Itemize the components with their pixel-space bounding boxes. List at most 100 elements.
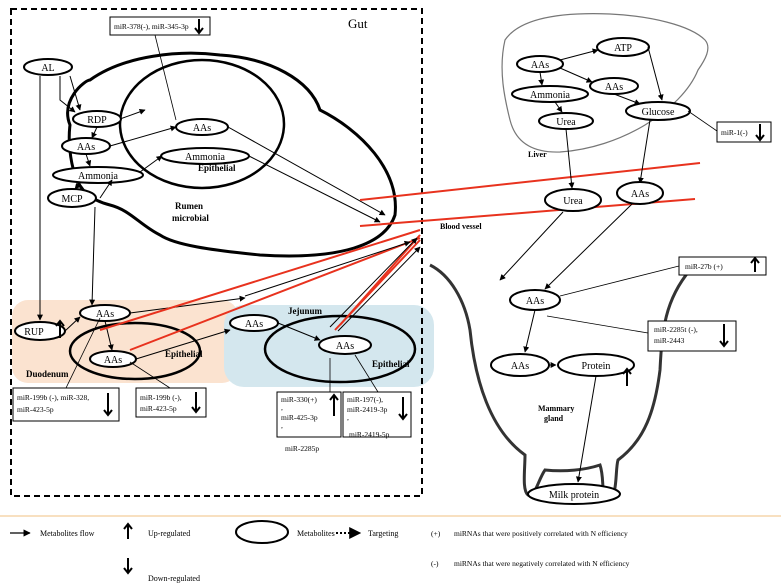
legend-metabolites-flow: Metabolites flow bbox=[40, 529, 95, 538]
up-arrow-icon bbox=[55, 319, 65, 338]
up-arrow-icon bbox=[123, 522, 133, 539]
down-arrow-icon bbox=[191, 392, 201, 414]
duodenum-epithelial-label: Epithelial bbox=[165, 349, 203, 359]
duodenum-flow-arrows bbox=[64, 295, 246, 360]
blood-vessel-label: Blood vessel bbox=[440, 222, 482, 231]
node-jejunum-aas-label: AAs bbox=[245, 319, 263, 330]
metabolite-ellipse-icon bbox=[235, 520, 289, 544]
svg-text:miR-425-3p: miR-425-3p bbox=[281, 413, 318, 422]
mirna-box-duodenum-1: miR-199b (-), miR-328, miR-423-5p bbox=[12, 317, 120, 422]
mammary-flow-arrows bbox=[499, 203, 633, 483]
jejunum-flow-arrows bbox=[277, 322, 321, 341]
node-liver-ammonia bbox=[511, 85, 589, 103]
gut-boundary bbox=[10, 8, 423, 497]
node-protein-label: Protein bbox=[582, 361, 611, 372]
node-mcp-label: MCP bbox=[61, 194, 83, 205]
node-rumen-ammonia bbox=[52, 166, 144, 184]
down-arrow-icon bbox=[398, 397, 408, 421]
node-atp bbox=[596, 37, 650, 57]
node-al bbox=[23, 58, 73, 76]
node-duodenum-epithelial-aas-label: AAs bbox=[104, 355, 122, 366]
legend-targeting: Targeting bbox=[368, 529, 398, 538]
rumen-flow-arrows bbox=[37, 75, 386, 321]
node-mammary-aas-label: AAs bbox=[526, 296, 544, 307]
node-liver-urea-label: Urea bbox=[556, 117, 576, 128]
jejunum-epithelial-outline bbox=[263, 314, 417, 384]
node-glucose-label: Glucose bbox=[642, 107, 675, 118]
legend-metabolites: Metabolites bbox=[297, 529, 335, 538]
mirna-box-jejunum-1: miR-330(+) , miR-425-3p , miR-2285p bbox=[276, 358, 342, 453]
node-glucose bbox=[625, 101, 691, 121]
down-arrow-icon bbox=[755, 124, 765, 142]
node-liver-aas-label: AAs bbox=[531, 60, 549, 71]
svg-text:miR-1(-): miR-1(-) bbox=[721, 128, 748, 137]
node-jejunum-epithelial-aas-label: AAs bbox=[336, 341, 354, 352]
legend-negative-sign: (-) bbox=[431, 559, 439, 568]
svg-text:,: , bbox=[281, 421, 283, 430]
jejunum-epithelial-label: Epithelial bbox=[372, 359, 410, 369]
mirna-box-mammary-1: miR-27b (+) bbox=[559, 256, 767, 297]
svg-text:miR-2419-3p: miR-2419-3p bbox=[347, 405, 388, 414]
up-arrow-icon bbox=[750, 256, 760, 272]
up-arrow-icon bbox=[622, 367, 632, 386]
node-duodenum-aas-label: AAs bbox=[96, 309, 114, 320]
legend-negative-text: miRNAs that were negatively correlated w… bbox=[454, 559, 630, 568]
svg-text:miR-2285t (-),: miR-2285t (-), bbox=[654, 325, 698, 334]
mirna-box-liver: miR-1(-) bbox=[687, 110, 772, 143]
svg-text:miR-2443: miR-2443 bbox=[654, 336, 685, 345]
mammary-gland-outline bbox=[429, 263, 692, 500]
down-arrow-icon bbox=[103, 393, 113, 417]
gut-title: Gut bbox=[348, 16, 368, 31]
svg-text:miR-423-5p: miR-423-5p bbox=[17, 405, 54, 414]
blood-vessel-flow-arrows bbox=[244, 237, 421, 332]
gland-label: gland bbox=[544, 414, 564, 423]
svg-text:miR-330(+): miR-330(+) bbox=[281, 395, 317, 404]
svg-text:miR-199b (-),: miR-199b (-), bbox=[140, 393, 182, 402]
svg-text:miR-2285p: miR-2285p bbox=[285, 444, 319, 453]
down-arrow-icon bbox=[194, 19, 204, 35]
down-arrow-icon bbox=[719, 324, 729, 348]
node-blood-aas bbox=[616, 181, 664, 205]
node-rdp-label: RDP bbox=[87, 115, 107, 126]
node-liver-ammonia-label: Ammonia bbox=[530, 90, 571, 101]
legend-positive-text: miRNAs that were positively correlated w… bbox=[454, 529, 628, 538]
node-milk-protein bbox=[527, 483, 621, 505]
node-liver-aas-2-label: AAs bbox=[605, 82, 623, 93]
svg-text:miR-378(-), miR-345-3p: miR-378(-), miR-345-3p bbox=[114, 22, 189, 31]
liver-flow-arrows bbox=[538, 46, 664, 189]
microbial-label: microbial bbox=[172, 213, 209, 223]
svg-text:miR-27b (+): miR-27b (+) bbox=[685, 262, 723, 271]
svg-text:miR-197(-),: miR-197(-), bbox=[347, 395, 383, 404]
legend-up-regulated: Up-regulated bbox=[148, 529, 190, 538]
node-atp-label: ATP bbox=[614, 43, 632, 54]
up-arrow-icon bbox=[329, 393, 339, 416]
svg-text:miR-2419-5p: miR-2419-5p bbox=[349, 430, 390, 439]
svg-text:,: , bbox=[281, 403, 283, 412]
duodenum-region bbox=[12, 300, 238, 383]
node-rumen-ammonia-label: Ammonia bbox=[78, 171, 119, 182]
rumen-outline bbox=[66, 51, 397, 258]
legend-positive-sign: (+) bbox=[431, 529, 441, 538]
duodenum-label: Duodenum bbox=[26, 369, 69, 379]
jejunum-label: Jejunum bbox=[288, 306, 323, 316]
node-rup-label: RUP bbox=[24, 327, 44, 338]
node-milk-protein-label: Milk protein bbox=[549, 490, 599, 501]
node-mammary-aas-2-label: AAs bbox=[511, 361, 529, 372]
liver-title: Liver bbox=[528, 150, 547, 159]
legend: Metabolites flow Up-regulated Down-regul… bbox=[0, 515, 781, 583]
svg-text:,: , bbox=[347, 413, 349, 422]
node-blood-aas-label: AAs bbox=[631, 189, 649, 200]
node-jejunum-epithelial-aas bbox=[318, 335, 372, 355]
svg-text:miR-423-5p: miR-423-5p bbox=[140, 404, 177, 413]
mirna-box-jejunum-2: miR-197(-), miR-2419-3p , miR-2419-5p bbox=[342, 354, 412, 439]
mammary-label: Mammary bbox=[538, 404, 574, 413]
mirna-box-mammary-2: miR-2285t (-), miR-2443 bbox=[546, 315, 737, 352]
node-mcp bbox=[47, 188, 97, 208]
svg-text:miR-199b (-), miR-328,: miR-199b (-), miR-328, bbox=[17, 393, 89, 402]
blood-vessel-lines bbox=[99, 162, 701, 351]
down-arrow-icon bbox=[123, 558, 133, 575]
node-al-label: AL bbox=[41, 63, 54, 74]
duodenum-epithelial-outline bbox=[68, 321, 202, 381]
rumen-epithelial-outline bbox=[118, 58, 286, 190]
